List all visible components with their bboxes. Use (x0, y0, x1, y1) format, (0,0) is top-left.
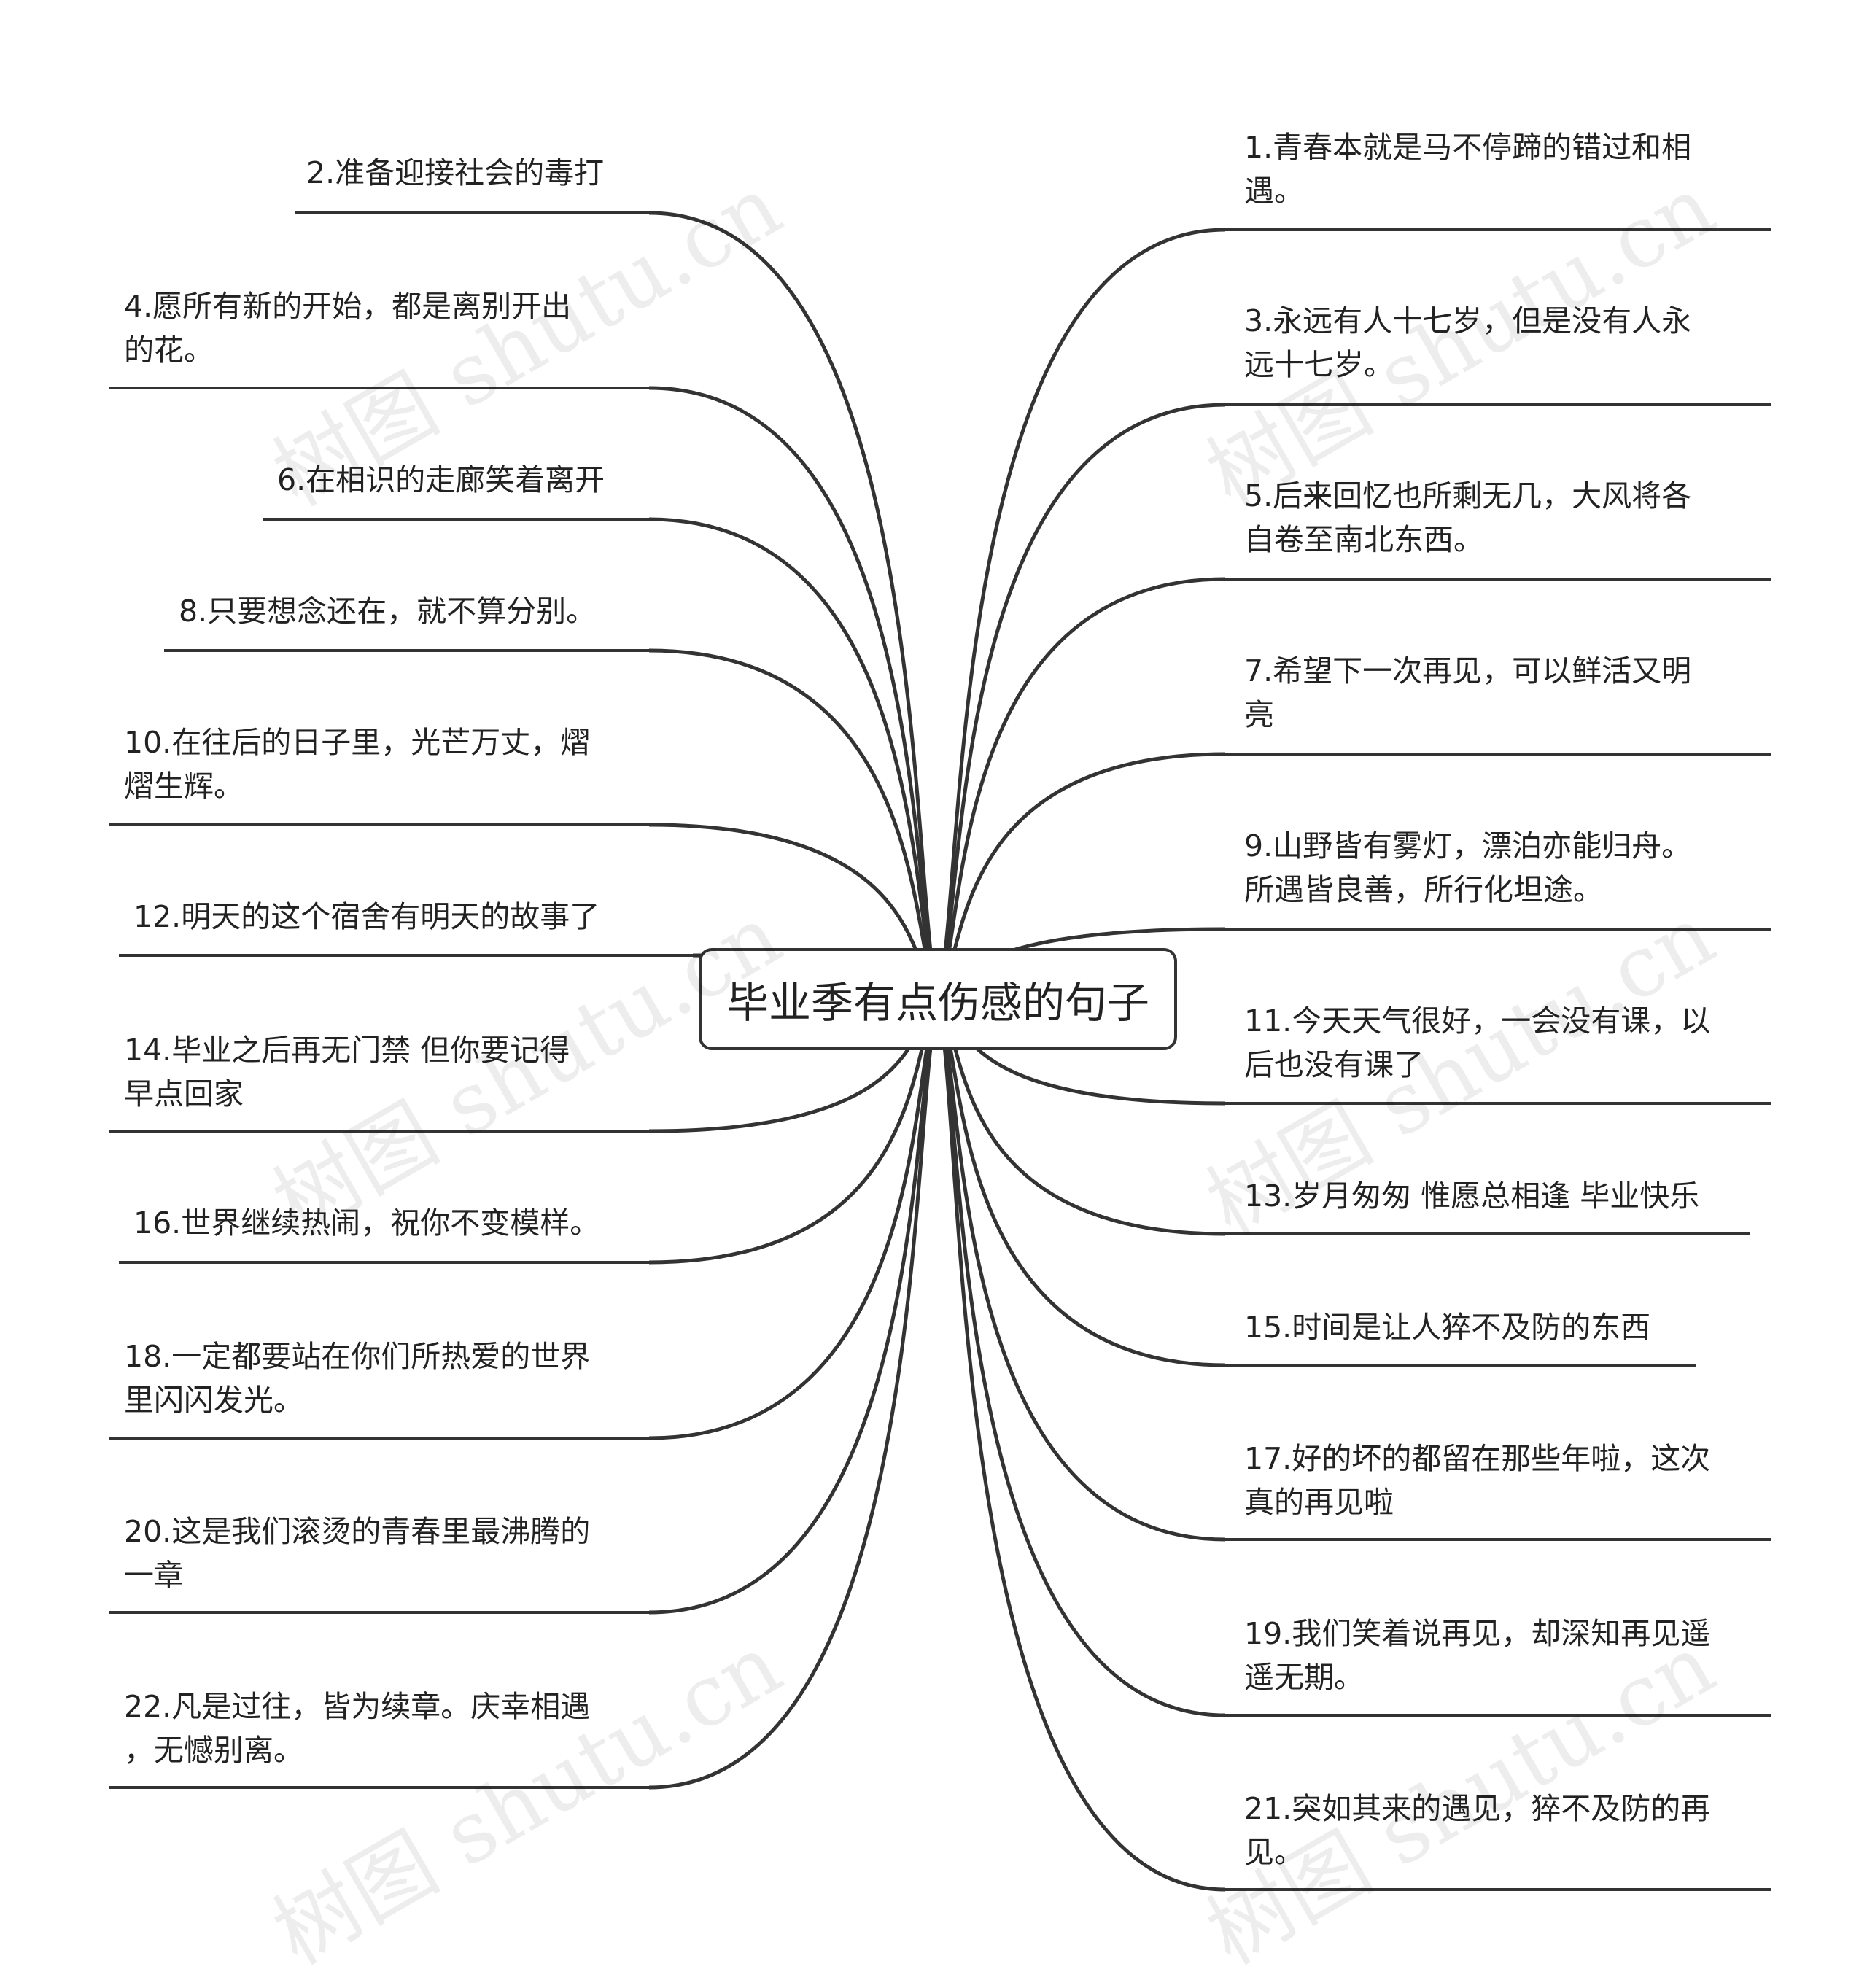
branch-topic-line: 的花。 (124, 333, 214, 368)
branch-topic-line: 5.后来回忆也所剩无几，大风将各 (1244, 478, 1692, 513)
connector-n4 (648, 386, 940, 1000)
branch-topic-n16[interactable]: 16.世界继续热闹，祝你不变模样。 (133, 1201, 599, 1245)
branch-topic-n17[interactable]: 17.好的坏的都留在那些年啦，这次真的再见啦 (1244, 1437, 1710, 1524)
branch-topic-line: 里闪闪发光。 (124, 1383, 303, 1418)
branch-topic-line: 16.世界继续热闹，祝你不变模样。 (133, 1205, 600, 1240)
branch-topic-n10[interactable]: 10.在往后的日子里，光芒万丈，熠熠生辉。 (124, 721, 590, 808)
branch-topic-n8[interactable]: 8.只要想念还在，就不算分别。 (179, 589, 596, 633)
branch-topic-line: 遇。 (1244, 174, 1304, 209)
branch-topic-line: 真的再见啦 (1244, 1485, 1394, 1520)
branch-topic-n9[interactable]: 9.山野皆有雾灯，漂泊亦能归舟。所遇皆良善，所行化坦途。 (1244, 824, 1691, 912)
connector-n22 (648, 998, 940, 1790)
branch-topic-n11[interactable]: 11.今天天气很好，一会没有课，以后也没有课了 (1244, 999, 1710, 1087)
branch-topic-n14[interactable]: 14.毕业之后再无门禁 但你要记得早点回家 (124, 1028, 570, 1116)
connector-n2 (648, 211, 940, 1000)
branch-topic-line: 自卷至南北东西。 (1244, 522, 1483, 557)
branch-topic-line: 14.毕业之后再无门禁 但你要记得 (124, 1033, 570, 1068)
connector-n3 (936, 403, 1226, 1000)
branch-topic-n13[interactable]: 13.岁月匆匆 惟愿总相逢 毕业快乐 (1244, 1174, 1699, 1218)
branch-topic-line: 18.一定都要站在你们所热爱的世界 (124, 1339, 591, 1374)
branch-topic-line: 早点回家 (124, 1076, 244, 1111)
branch-topic-line: 远十七岁。 (1244, 347, 1394, 382)
branch-topic-line: 遥无期。 (1244, 1660, 1364, 1695)
branch-topic-n21[interactable]: 21.突如其来的遇见，猝不及防的再见。 (1244, 1787, 1710, 1874)
connector-n17 (936, 998, 1226, 1542)
branch-topic-line: 20.这是我们滚烫的青春里最沸腾的 (124, 1514, 591, 1549)
branch-topic-line: 17.好的坏的都留在那些年啦，这次 (1244, 1441, 1711, 1476)
branch-topic-line: 7.希望下一次再见，可以鲜活又明 (1244, 653, 1692, 688)
branch-topic-line: 8.只要想念还在，就不算分别。 (179, 594, 597, 629)
branch-topic-line: 1.青春本就是马不停蹄的错过和相 (1244, 130, 1692, 165)
branch-topic-n22[interactable]: 22.凡是过往，皆为续章。庆幸相遇 ，无憾别离。 (124, 1685, 590, 1772)
branch-topic-n12[interactable]: 12.明天的这个宿舍有明天的故事了 (133, 895, 599, 939)
central-topic[interactable]: 毕业季有点伤感的句子 (699, 948, 1177, 1050)
branch-topic-n5[interactable]: 5.后来回忆也所剩无几，大风将各自卷至南北东西。 (1244, 474, 1691, 562)
branch-topic-line: 亮 (1244, 697, 1274, 732)
branch-topic-line: 19.我们笑着说再见，却深知再见遥 (1244, 1616, 1711, 1651)
branch-topic-line: 9.山野皆有雾灯，漂泊亦能归舟。 (1244, 828, 1692, 863)
branch-topic-n2[interactable]: 2.准备迎接社会的毒打 (306, 151, 604, 195)
branch-topic-line: 15.时间是让人猝不及防的东西 (1244, 1310, 1651, 1345)
branch-topic-line: 熠生辉。 (124, 769, 244, 804)
branch-topic-n20[interactable]: 20.这是我们滚烫的青春里最沸腾的一章 (124, 1510, 590, 1597)
connector-n19 (936, 998, 1226, 1717)
branch-topic-line: 3.永远有人十七岁，但是没有人永 (1244, 303, 1692, 338)
branch-topic-line: 2.准备迎接社会的毒打 (306, 155, 605, 190)
branch-topic-line: 一章 (124, 1558, 184, 1593)
branch-topic-n18[interactable]: 18.一定都要站在你们所热爱的世界里闪闪发光。 (124, 1335, 590, 1422)
branch-topic-line: 11.今天天气很好，一会没有课，以 (1244, 1003, 1711, 1038)
branch-topic-line: 6.在相识的走廊笑着离开 (277, 462, 605, 497)
branch-topic-n7[interactable]: 7.希望下一次再见，可以鲜活又明亮 (1244, 649, 1691, 737)
branch-topic-line: 22.凡是过往，皆为续章。庆幸相遇 (124, 1689, 591, 1724)
branch-topic-line: 4.愿所有新的开始，都是离别开出 (124, 289, 572, 324)
connector-n1 (936, 228, 1226, 1000)
branch-topic-line: 见。 (1244, 1835, 1304, 1870)
connector-n21 (936, 998, 1226, 1892)
branch-topic-n19[interactable]: 19.我们笑着说再见，却深知再见遥遥无期。 (1244, 1612, 1710, 1699)
branch-topic-n4[interactable]: 4.愿所有新的开始，都是离别开出的花。 (124, 284, 571, 372)
branch-topic-line: 后也没有课了 (1244, 1047, 1424, 1082)
connector-n20 (648, 998, 940, 1615)
branch-topic-n3[interactable]: 3.永远有人十七岁，但是没有人永远十七岁。 (1244, 299, 1691, 387)
branch-topic-n6[interactable]: 6.在相识的走廊笑着离开 (277, 458, 605, 502)
branch-topic-line: 10.在往后的日子里，光芒万丈，熠 (124, 725, 591, 760)
branch-topic-line: ，无憾别离。 (124, 1733, 303, 1768)
branch-topic-n15[interactable]: 15.时间是让人猝不及防的东西 (1244, 1305, 1650, 1349)
branch-topic-line: 12.明天的这个宿舍有明天的故事了 (133, 899, 600, 934)
branch-topic-n1[interactable]: 1.青春本就是马不停蹄的错过和相遇。 (1244, 125, 1691, 213)
branch-topic-line: 21.突如其来的遇见，猝不及防的再 (1244, 1791, 1711, 1826)
branch-topic-line: 所遇皆良善，所行化坦途。 (1244, 872, 1603, 907)
branch-topic-line: 13.岁月匆匆 惟愿总相逢 毕业快乐 (1244, 1179, 1700, 1214)
